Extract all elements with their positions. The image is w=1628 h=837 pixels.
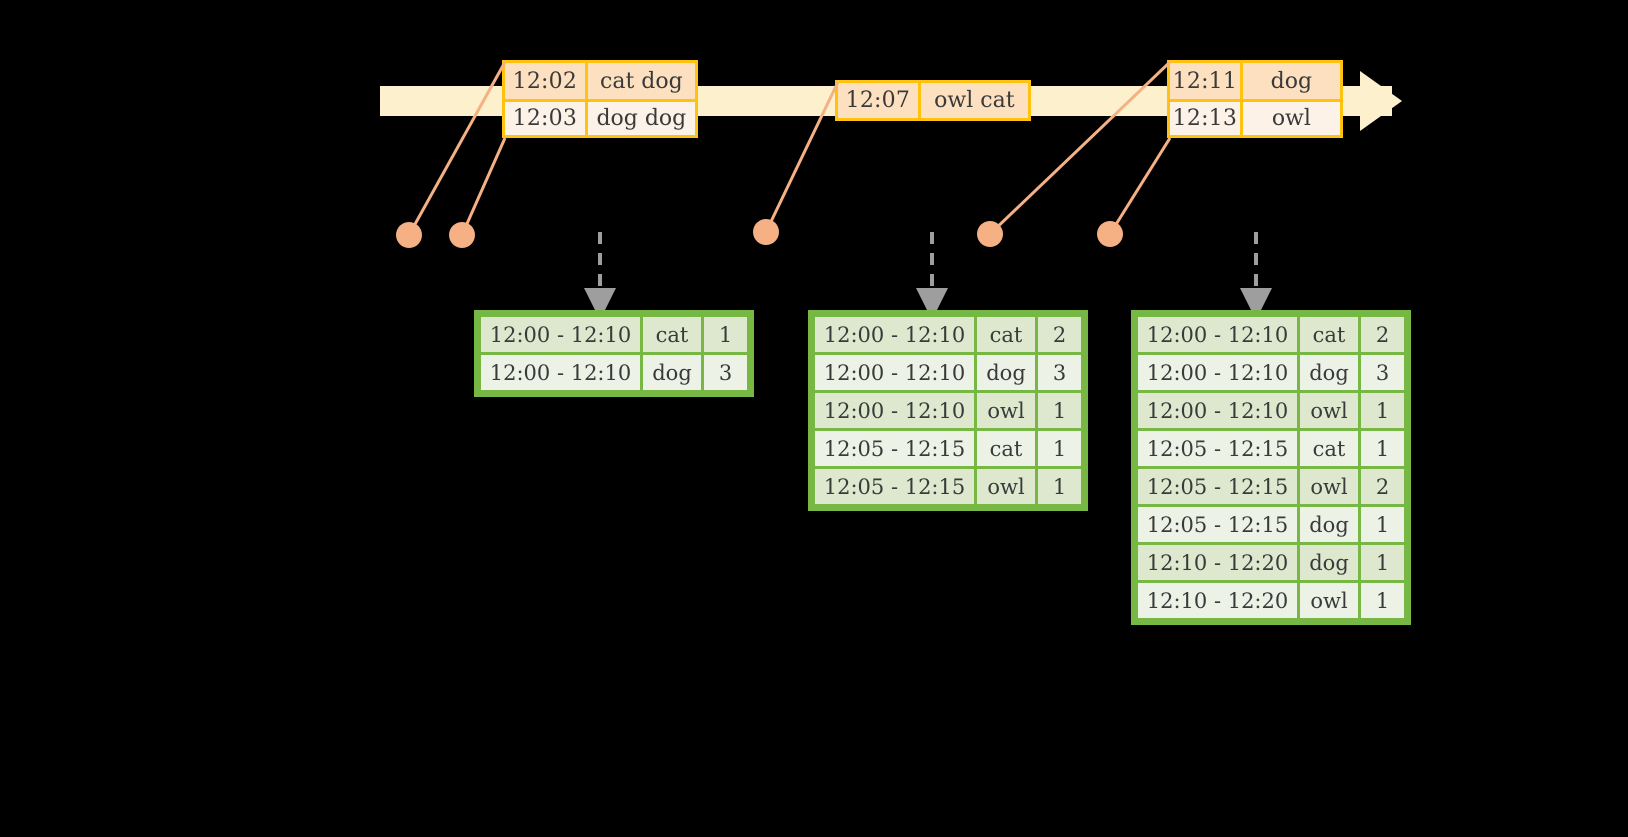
cell-window: 12:05 - 12:15 xyxy=(815,431,974,466)
table-row[interactable]: 12:00 - 12:10 dog 3 xyxy=(815,355,1081,390)
cell-count: 2 xyxy=(1038,317,1081,352)
event-row[interactable]: 12:13 owl xyxy=(1170,99,1340,135)
connector-line-2 xyxy=(460,137,507,236)
cell-key: owl xyxy=(977,393,1035,428)
cell-count: 1 xyxy=(1361,545,1404,580)
event-group-1[interactable]: 12:02 cat dog 12:03 dog dog xyxy=(502,60,698,138)
cell-count: 1 xyxy=(1038,393,1081,428)
table-row[interactable]: 12:00 - 12:10 cat 1 xyxy=(481,317,747,352)
event-time: 12:07 xyxy=(838,83,921,118)
cell-window: 12:05 - 12:15 xyxy=(1138,469,1297,504)
cell-key: cat xyxy=(1300,431,1358,466)
event-dot-3[interactable] xyxy=(753,219,779,245)
cell-count: 3 xyxy=(1038,355,1081,390)
connector-line-5 xyxy=(1108,137,1172,235)
event-row[interactable]: 12:07 owl cat xyxy=(838,83,1028,118)
cell-count: 1 xyxy=(1361,583,1404,618)
event-row[interactable]: 12:03 dog dog xyxy=(505,99,695,135)
cell-key: dog xyxy=(977,355,1035,390)
cell-key: owl xyxy=(1300,393,1358,428)
cell-key: dog xyxy=(1300,507,1358,542)
table-row[interactable]: 12:05 - 12:15 cat 1 xyxy=(1138,431,1404,466)
cell-count: 1 xyxy=(704,317,747,352)
cell-key: dog xyxy=(1300,355,1358,390)
event-row[interactable]: 12:11 dog xyxy=(1170,63,1340,99)
result-table-1[interactable]: 12:00 - 12:10 cat 1 12:00 - 12:10 dog 3 xyxy=(474,310,754,397)
table-row[interactable]: 12:10 - 12:20 dog 1 xyxy=(1138,545,1404,580)
table-row[interactable]: 12:00 - 12:10 cat 2 xyxy=(815,317,1081,352)
cell-key: owl xyxy=(977,469,1035,504)
cell-count: 3 xyxy=(704,355,747,390)
cell-key: dog xyxy=(643,355,701,390)
cell-window: 12:00 - 12:10 xyxy=(815,355,974,390)
event-time: 12:02 xyxy=(505,63,588,99)
cell-key: cat xyxy=(643,317,701,352)
cell-count: 2 xyxy=(1361,317,1404,352)
cell-count: 1 xyxy=(1361,507,1404,542)
cell-window: 12:00 - 12:10 xyxy=(481,317,640,352)
table-row[interactable]: 12:00 - 12:10 dog 3 xyxy=(481,355,747,390)
cell-window: 12:00 - 12:10 xyxy=(815,317,974,352)
cell-window: 12:00 - 12:10 xyxy=(1138,355,1297,390)
event-dot-5[interactable] xyxy=(1097,221,1123,247)
table-row[interactable]: 12:05 - 12:15 cat 1 xyxy=(815,431,1081,466)
table-row[interactable]: 12:05 - 12:15 dog 1 xyxy=(1138,507,1404,542)
cell-window: 12:00 - 12:10 xyxy=(481,355,640,390)
cell-count: 1 xyxy=(1361,431,1404,466)
table-row[interactable]: 12:10 - 12:20 owl 1 xyxy=(1138,583,1404,618)
cell-window: 12:05 - 12:15 xyxy=(1138,507,1297,542)
cell-window: 12:10 - 12:20 xyxy=(1138,583,1297,618)
table-row[interactable]: 12:00 - 12:10 dog 3 xyxy=(1138,355,1404,390)
event-group-2[interactable]: 12:07 owl cat xyxy=(835,80,1031,121)
event-value: cat dog xyxy=(600,68,683,94)
cell-key: dog xyxy=(1300,545,1358,580)
cell-key: cat xyxy=(977,431,1035,466)
event-value: owl xyxy=(1271,106,1311,131)
cell-window: 12:00 - 12:10 xyxy=(815,393,974,428)
event-group-3[interactable]: 12:11 dog 12:13 owl xyxy=(1167,60,1343,138)
cell-count: 1 xyxy=(1361,393,1404,428)
cell-key: owl xyxy=(1300,469,1358,504)
cell-window: 12:10 - 12:20 xyxy=(1138,545,1297,580)
event-time: 12:13 xyxy=(1170,102,1243,135)
table-row[interactable]: 12:00 - 12:10 cat 2 xyxy=(1138,317,1404,352)
result-table-2[interactable]: 12:00 - 12:10 cat 2 12:00 - 12:10 dog 3 … xyxy=(808,310,1088,511)
event-value: dog dog xyxy=(596,106,687,131)
cell-key: cat xyxy=(977,317,1035,352)
cell-key: cat xyxy=(1300,317,1358,352)
table-row[interactable]: 12:00 - 12:10 owl 1 xyxy=(815,393,1081,428)
cell-window: 12:00 - 12:10 xyxy=(1138,317,1297,352)
event-value: dog xyxy=(1270,68,1313,94)
event-dot-2[interactable] xyxy=(449,222,475,248)
cell-count: 2 xyxy=(1361,469,1404,504)
cell-window: 12:05 - 12:15 xyxy=(815,469,974,504)
cell-window: 12:00 - 12:10 xyxy=(1138,393,1297,428)
cell-count: 1 xyxy=(1038,431,1081,466)
event-time: 12:11 xyxy=(1170,63,1243,99)
event-row[interactable]: 12:02 cat dog xyxy=(505,63,695,99)
table-row[interactable]: 12:05 - 12:15 owl 1 xyxy=(815,469,1081,504)
table-row[interactable]: 12:00 - 12:10 owl 1 xyxy=(1138,393,1404,428)
cell-count: 3 xyxy=(1361,355,1404,390)
event-value: owl cat xyxy=(934,88,1015,113)
cell-key: owl xyxy=(1300,583,1358,618)
event-dot-1[interactable] xyxy=(396,222,422,248)
cell-count: 1 xyxy=(1038,469,1081,504)
cell-window: 12:05 - 12:15 xyxy=(1138,431,1297,466)
timeline-arrowhead xyxy=(1360,71,1402,131)
event-dot-4[interactable] xyxy=(977,221,1003,247)
result-table-3[interactable]: 12:00 - 12:10 cat 2 12:00 - 12:10 dog 3 … xyxy=(1131,310,1411,625)
event-time: 12:03 xyxy=(505,102,588,135)
table-row[interactable]: 12:05 - 12:15 owl 2 xyxy=(1138,469,1404,504)
